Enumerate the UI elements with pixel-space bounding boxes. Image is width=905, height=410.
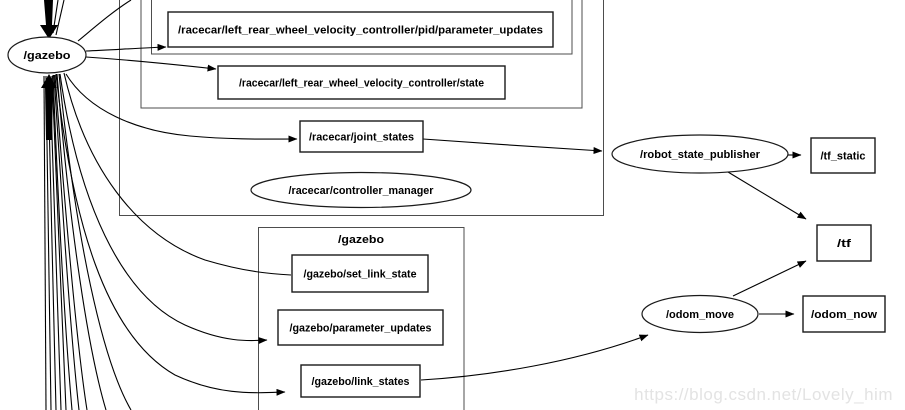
- topic-gazebo-parameter-updates-label: /gazebo/parameter_updates: [290, 323, 432, 335]
- topic-controller-state-label: /racecar/left_rear_wheel_velocity_contro…: [239, 78, 484, 90]
- topic-set-link-state-label: /gazebo/set_link_state: [304, 269, 417, 281]
- node-gazebo: [7, 36, 87, 74]
- node-controller-manager: [250, 171, 472, 209]
- topic-gazebo-parameter-updates: [277, 309, 444, 346]
- edge-top-2: [55, 0, 65, 36]
- edge-fan-8: [54, 74, 88, 410]
- cluster-gazebo-label: /gazebo: [338, 234, 384, 246]
- edge-fan-3: [47, 75, 57, 410]
- topic-joint-states-label: /racecar/joint_states: [309, 132, 414, 144]
- edge-gazebo-to-pid-parameter-updates: [85, 43, 167, 52]
- topic-tf-static-label: /tf_static: [821, 151, 866, 163]
- topic-tf-label: /tf: [837, 238, 851, 250]
- edge-gazebo-to-link-states: [55, 73, 286, 396]
- node-controller-manager-label: /racecar/controller_manager: [289, 185, 435, 197]
- edge-gazebo-to-joint-states: [65, 73, 298, 143]
- edge-robot-state-publisher-to-tf: [727, 171, 807, 220]
- topic-set-link-state: [291, 254, 429, 293]
- cluster-left-rear-wheel-velocity-controller: [140, 0, 583, 109]
- node-odom-move: [641, 294, 759, 334]
- topic-odom-now: [802, 295, 886, 333]
- edge-fan-9: [56, 73, 107, 410]
- edge-odom-move-to-tf: [732, 260, 807, 297]
- topic-controller-state: [217, 65, 506, 100]
- topic-pid-parameter-updates: [167, 11, 554, 48]
- edge-fan-10: [58, 73, 132, 410]
- edge-link-states-to-odom-move: [420, 334, 649, 381]
- topic-link-states-label: /gazebo/link_states: [312, 376, 410, 388]
- edge-fan-4: [49, 75, 62, 410]
- topic-joint-states: [299, 120, 424, 153]
- node-gazebo-label: /gazebo: [24, 50, 71, 62]
- topic-link-states: [300, 364, 421, 398]
- edge-fan-5: [51, 75, 67, 410]
- topic-pid-parameter-updates-label: /racecar/left_rear_wheel_velocity_contro…: [178, 25, 543, 37]
- cluster-racecar: [119, 0, 604, 216]
- edge-top-curve: [77, 0, 132, 42]
- topic-tf: [816, 224, 872, 262]
- topic-tf-static: [810, 137, 876, 174]
- edge-fan-1: [43, 75, 47, 410]
- cluster-pid: [151, 0, 573, 55]
- edge-gazebo-to-parameter-updates: [59, 73, 268, 344]
- node-robot-state-publisher: [611, 134, 789, 174]
- edge-gazebo-to-controller-state: [85, 56, 217, 72]
- node-robot-state-publisher-label: /robot_state_publisher: [640, 149, 761, 161]
- cluster-gazebo-namespace: [258, 227, 465, 410]
- topic-odom-now-label: /odom_now: [811, 309, 877, 321]
- node-odom-move-label: /odom_move: [666, 309, 734, 321]
- edge-top-1: [52, 0, 59, 34]
- edge-set-link-state-to-gazebo: [63, 72, 292, 276]
- edge-fan-6: [52, 74, 73, 410]
- edge-fan-2: [45, 75, 52, 410]
- csdn-watermark: https://blog.csdn.net/Lovely_him: [634, 385, 893, 404]
- edge-fan-7: [53, 74, 80, 410]
- edge-joint-states-to-robot-state-publisher: [422, 138, 603, 155]
